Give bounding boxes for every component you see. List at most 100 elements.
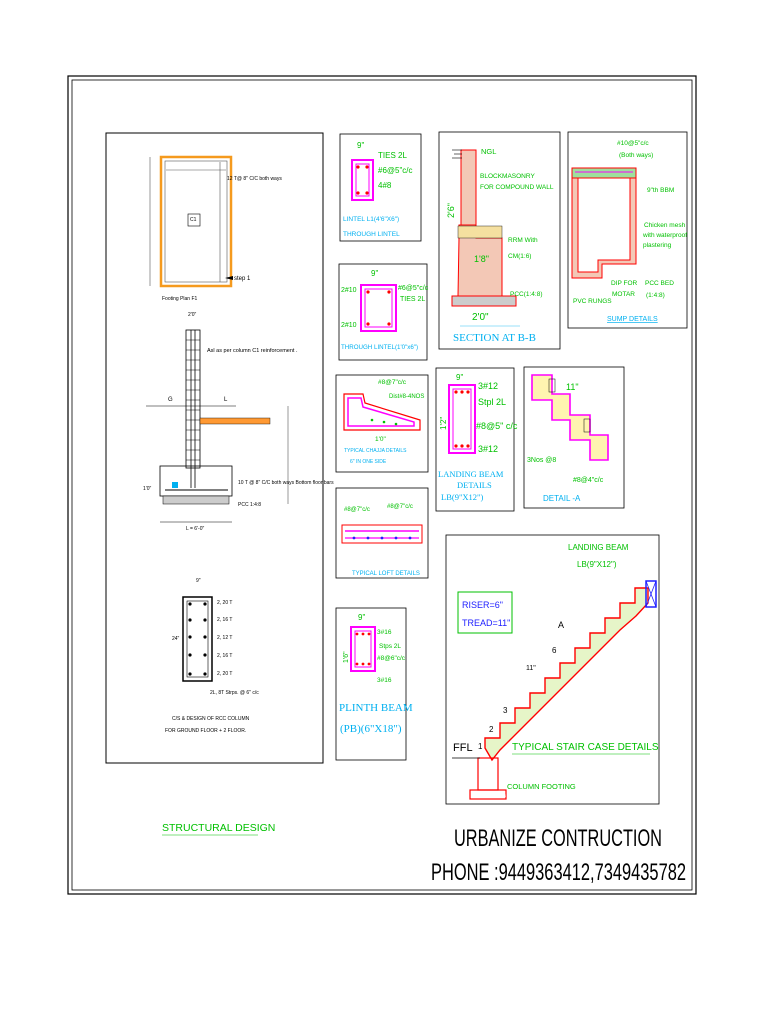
detail-a-caption: DETAIL -A (543, 494, 581, 503)
plinth-depth: 1'6" (343, 651, 350, 663)
section-dim-h: 2'6" (446, 203, 456, 218)
section-dim-w: 1'8" (474, 254, 489, 264)
sump-rungs: PVC RUNGS (573, 298, 612, 305)
stair-step-1: 1 (478, 742, 483, 751)
through-lintel-top: 2#10 (341, 287, 357, 294)
col-bar-5: 2, 20 T (217, 671, 232, 677)
section-block-2: FOR COMPOUND WALL (480, 184, 554, 191)
landing-beam-detail: 9" 3#12 Stpl 2L #8@5" c/c 3#12 1'2" LAND… (435, 367, 518, 512)
stair-landing: LANDING BEAM (568, 543, 629, 552)
stair-footing-tag: COLUMN FOOTING (474, 794, 506, 798)
landing-caption: LANDING BEAM (438, 469, 504, 479)
stair-marker-a: A (558, 620, 564, 630)
plinth-beam-detail: 9" 3#16 Stps 2L #8@6"c/c 3#16 1'6" PLINT… (335, 607, 413, 761)
title-block: STRUCTURAL DESIGN URBANIZE CONTRUCTION P… (162, 822, 686, 886)
stair-detail: LANDING BEAM LB(9"X12") RISER=6" TREAD=1… (445, 534, 660, 805)
section-caption: SECTION AT B-B (453, 332, 536, 344)
sump-mesh-2: with waterproof (642, 232, 687, 239)
lintel-dim: 9" (357, 141, 364, 150)
pcc-note: PCC 1:4:8 (238, 502, 261, 508)
sump-top: #10@5"c/c (617, 140, 649, 147)
footing-panel: C1 12 T@ 8" C/C both ways Footing Plan F… (105, 132, 334, 764)
landing-depth: 1'2" (439, 417, 448, 430)
section-ngl: NGL (481, 147, 496, 156)
stair-tread: TREAD=11" (462, 618, 510, 628)
stair-step-3: 3 (503, 706, 508, 715)
plinth-dim: 9" (358, 613, 365, 622)
sump-caption: SUMP DETAILS (607, 316, 658, 323)
inner-border (71, 79, 693, 891)
through-lintel-caption: THROUGH LINTEL(1'0"x6") (341, 344, 418, 351)
col-bar-2: 2, 16 T (217, 617, 232, 623)
footing-width: L = 6'-0" (186, 526, 204, 532)
plinth-bottom: 3#16 (377, 677, 392, 684)
through-lintel-dim: 9" (371, 269, 378, 278)
footing-section: G L Asl as per column C1 reinforcement .… (143, 312, 334, 532)
plinth-top: 3#16 (377, 629, 392, 636)
column-tag: C1 (190, 217, 197, 223)
sump-pcc-2: (1:4:8) (646, 292, 665, 299)
level-left: G (168, 397, 173, 403)
stair-step-6: 6 (552, 646, 557, 655)
plinth-caption-2: (PB)(6"X18") (340, 723, 402, 735)
column-caption-2: FOR GROUND FLOOR + 2 FLOOR. (165, 728, 246, 734)
through-lintel-ties: TIES 2L (400, 296, 425, 303)
col-bar-1: 2, 20 T (217, 600, 232, 606)
plinth-stirrup-2: #8@6"c/c (377, 655, 406, 662)
chajja-caption-2: 6" IN ONE SIDE (350, 459, 387, 465)
sump-mesh-3: plastering (643, 242, 672, 249)
landing-bottom: 3#12 (478, 444, 498, 454)
col-bar-3: 2, 12 T (217, 635, 232, 641)
footing-frame (105, 132, 324, 764)
plan-caption: Footing Plan F1 (162, 296, 198, 302)
sump-dip: DIP FOR (611, 280, 638, 287)
lintel-detail: 9" TIES 2L #6@5"c/c 4#8 LINTEL L1(4'6"X6… (339, 133, 422, 242)
through-lintel-stirrup: #6@5"c/c (398, 285, 429, 292)
stair-footing: COLUMN FOOTING (507, 782, 576, 791)
section-cm: CM(1:6) (508, 253, 531, 260)
through-lintel-bottom: 2#10 (341, 322, 357, 329)
loft-detail: #8@7"c/c #8@7"c/c TYPICAL LOFT DETAILS (335, 487, 429, 579)
section-dim-base: 2'0" (472, 312, 489, 323)
chajja-detail: #8@7"c/c Dist#8-4NOS 1'0" TYPICAL CHAJJA… (335, 374, 429, 473)
level-right: L (224, 397, 228, 403)
lintel-ties: TIES 2L (378, 151, 407, 160)
column-cross-section: 9" 24" 2, 20 T 2, 16 T 2, 12 T 2, 16 T 2… (165, 578, 259, 734)
landing-stirrup-2: #8@5" c/c (476, 421, 518, 431)
lintel-bars: 4#8 (378, 181, 392, 190)
chajja-dim: 1'0" (375, 436, 386, 443)
landing-caption-2: DETAILS (457, 480, 492, 490)
column-caption: C/S & DESIGN OF RCC COLUMN (172, 716, 250, 722)
sump-top-2: (Both ways) (619, 152, 653, 159)
company-phone: PHONE :9449363412,7349435782 (431, 859, 686, 886)
dim-top: 2'0" (188, 312, 197, 318)
col-stirrups: 2L, 8T Strps. @ 6" c/c (210, 690, 259, 696)
lintel-caption: LINTEL L1(4'6"X6") (343, 216, 399, 223)
landing-caption-3: LB(9"X12") (441, 492, 484, 502)
landing-stirrup: Stpl 2L (478, 397, 506, 407)
stair-tread-dim: 11" (526, 665, 536, 672)
col-bar-4: 2, 16 T (217, 653, 232, 659)
section-rrm: RRM With (508, 237, 538, 244)
column-tag-box (187, 213, 201, 227)
bars-note: 10 T @ 8" C/C both ways Bottom floor bar… (238, 480, 334, 486)
company-name: URBANIZE CONTRUCTION (454, 825, 662, 852)
sump-detail: #10@5"c/c (Both ways) 9"th BBM Chicken m… (567, 131, 688, 329)
sump-mesh: Chicken mesh (644, 222, 686, 229)
footing-plan-outline (159, 155, 233, 288)
stair-riser: RISER=6" (462, 600, 503, 610)
loft-caption: TYPICAL LOFT DETAILS (352, 571, 420, 577)
ground-level-band (199, 417, 271, 425)
through-lintel-detail: 9" 2#10 #6@5"c/c TIES 2L 2#10 THROUGH LI… (338, 263, 429, 361)
col-width: 9" (196, 578, 201, 584)
detail-a-bars: 3Nos @8 (527, 457, 556, 464)
detail-a-dim: 11" (566, 382, 579, 392)
stair-step-2: 2 (489, 725, 494, 734)
landing-top: 3#12 (478, 381, 498, 391)
plinth-stirrup: Stps 2L (379, 643, 401, 650)
chajja-dist: Dist#8-4NOS (389, 394, 424, 400)
sump-bbm: 9"th BBM (647, 187, 674, 194)
section-block: BLOCKMASONRY (480, 173, 535, 180)
sump-pcc: PCC BED (645, 280, 674, 287)
